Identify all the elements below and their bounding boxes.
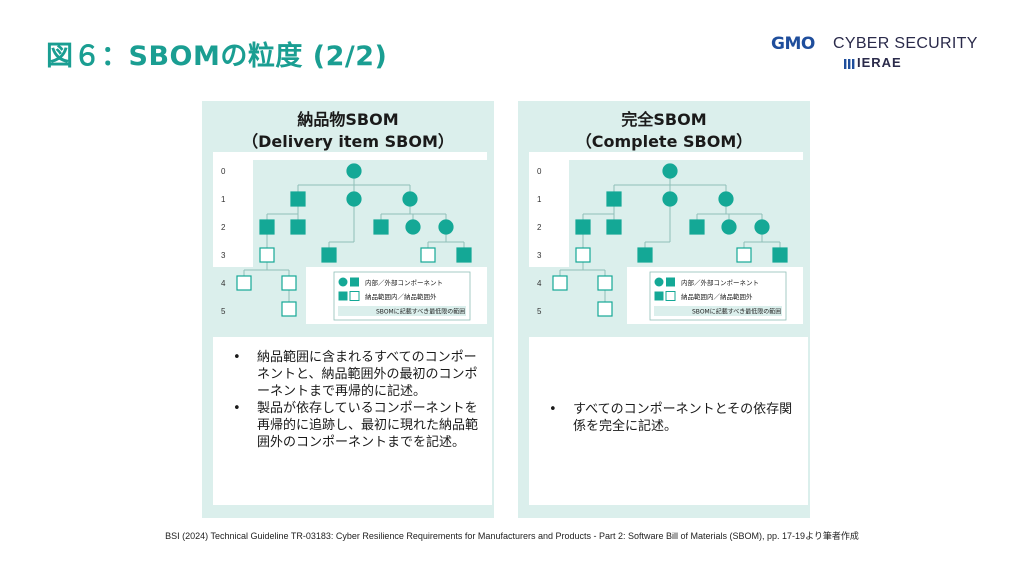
bullet-item: 製品が依存しているコンポーネントを再帰的に追跡し、最初に現れた納品範囲外のコンポ…	[227, 400, 489, 451]
tree-node	[402, 191, 418, 207]
delivery-sbom-panel: 納品物SBOM （Delivery item SBOM） 0 1 2 3 4 5	[202, 101, 494, 518]
tree-node-outside	[281, 301, 297, 317]
logo-sub: IERAE	[857, 55, 902, 70]
tree-node	[721, 219, 737, 235]
tree-node	[637, 247, 653, 263]
tree-node-outside	[259, 247, 275, 263]
level-label: 2	[537, 223, 542, 232]
company-logo: GMO CYBER SECURITY IERAE	[771, 34, 981, 74]
level-label: 0	[221, 167, 226, 176]
diagram-legend: 内部／外部コンポーネント 納品範囲内／納品範囲外 SBOMに記載すべき最低限の範…	[649, 271, 787, 321]
complete-sbom-panel: 完全SBOM （Complete SBOM） 0 1 2 3 4 5	[518, 101, 810, 518]
tree-node	[405, 219, 421, 235]
level-label: 5	[537, 307, 542, 316]
tree-node-outside	[597, 275, 613, 291]
tree-node	[290, 191, 306, 207]
panel-title-line1: 納品物SBOM	[297, 110, 399, 129]
tree-node-outside	[281, 275, 297, 291]
tree-connectors	[243, 171, 465, 302]
tree-node	[662, 163, 678, 179]
ierae-mark-icon	[844, 59, 855, 69]
panel-title: 完全SBOM （Complete SBOM）	[518, 109, 810, 153]
bullet-list: すべてのコンポーネントとその依存関係を完全に記述。	[543, 401, 805, 435]
legend-in-out-scope: 納品範囲内／納品範囲外	[681, 292, 753, 301]
dependency-tree-diagram: 0 1 2 3 4 5	[529, 152, 803, 324]
level-label: 4	[221, 279, 226, 288]
tree-node	[290, 219, 306, 235]
tree-node-outside	[597, 301, 613, 317]
level-label: 1	[221, 195, 226, 204]
description-box: すべてのコンポーネントとその依存関係を完全に記述。	[529, 337, 808, 505]
tree-node	[456, 247, 472, 263]
tree-node	[754, 219, 770, 235]
tree-node	[689, 219, 705, 235]
level-label: 0	[537, 167, 542, 176]
tree-node	[662, 191, 678, 207]
level-label: 4	[537, 279, 542, 288]
bullet-list: 納品範囲に含まれるすべてのコンポーネントと、納品範囲外の最初のコンポーネントまで…	[227, 349, 489, 451]
legend-in-out-scope: 納品範囲内／納品範囲外	[365, 292, 437, 301]
tree-node	[718, 191, 734, 207]
panel-title-line1: 完全SBOM	[621, 110, 707, 129]
tree-node	[373, 219, 389, 235]
tree-node-outside	[575, 247, 591, 263]
tree-node-outside	[552, 275, 568, 291]
logo-brand: GMO	[771, 34, 815, 54]
tree-node	[606, 191, 622, 207]
level-label: 3	[537, 251, 542, 260]
tree-node	[575, 219, 591, 235]
panel-title: 納品物SBOM （Delivery item SBOM）	[202, 109, 494, 153]
level-label: 5	[221, 307, 226, 316]
legend-min-scope: SBOMに記載すべき最低限の範囲	[376, 308, 465, 316]
page-title: 図６：SBOMの粒度 (2/2)	[46, 41, 388, 72]
level-label: 3	[221, 251, 226, 260]
tree-node	[346, 163, 362, 179]
tree-node	[606, 219, 622, 235]
tree-node	[438, 219, 454, 235]
description-box: 納品範囲に含まれるすべてのコンポーネントと、納品範囲外の最初のコンポーネントまで…	[213, 337, 492, 505]
tree-node	[321, 247, 337, 263]
tree-node-outside	[736, 247, 752, 263]
legend-internal-external: 内部／外部コンポーネント	[681, 278, 759, 287]
diagram-legend: 内部／外部コンポーネント 納品範囲内／納品範囲外 SBOMに記載すべき最低限の範…	[333, 271, 471, 321]
tree-node-outside	[236, 275, 252, 291]
tree-node	[772, 247, 788, 263]
panel-title-line2: （Complete SBOM）	[575, 132, 753, 151]
bullet-item: すべてのコンポーネントとその依存関係を完全に記述。	[543, 401, 805, 435]
dependency-tree-diagram: 0 1 2 3 4 5	[213, 152, 487, 324]
source-footnote: BSI (2024) Technical Guideline TR-03183:…	[165, 531, 859, 541]
bullet-item: 納品範囲に含まれるすべてのコンポーネントと、納品範囲外の最初のコンポーネントまで…	[227, 349, 489, 400]
legend-internal-external: 内部／外部コンポーネント	[365, 278, 443, 287]
logo-name: CYBER SECURITY	[833, 35, 978, 52]
tree-node	[346, 191, 362, 207]
panel-title-line2: （Delivery item SBOM）	[242, 132, 454, 151]
level-label: 1	[537, 195, 542, 204]
tree-node-outside	[420, 247, 436, 263]
tree-node	[259, 219, 275, 235]
level-label: 2	[221, 223, 226, 232]
legend-min-scope: SBOMに記載すべき最低限の範囲	[692, 308, 781, 316]
